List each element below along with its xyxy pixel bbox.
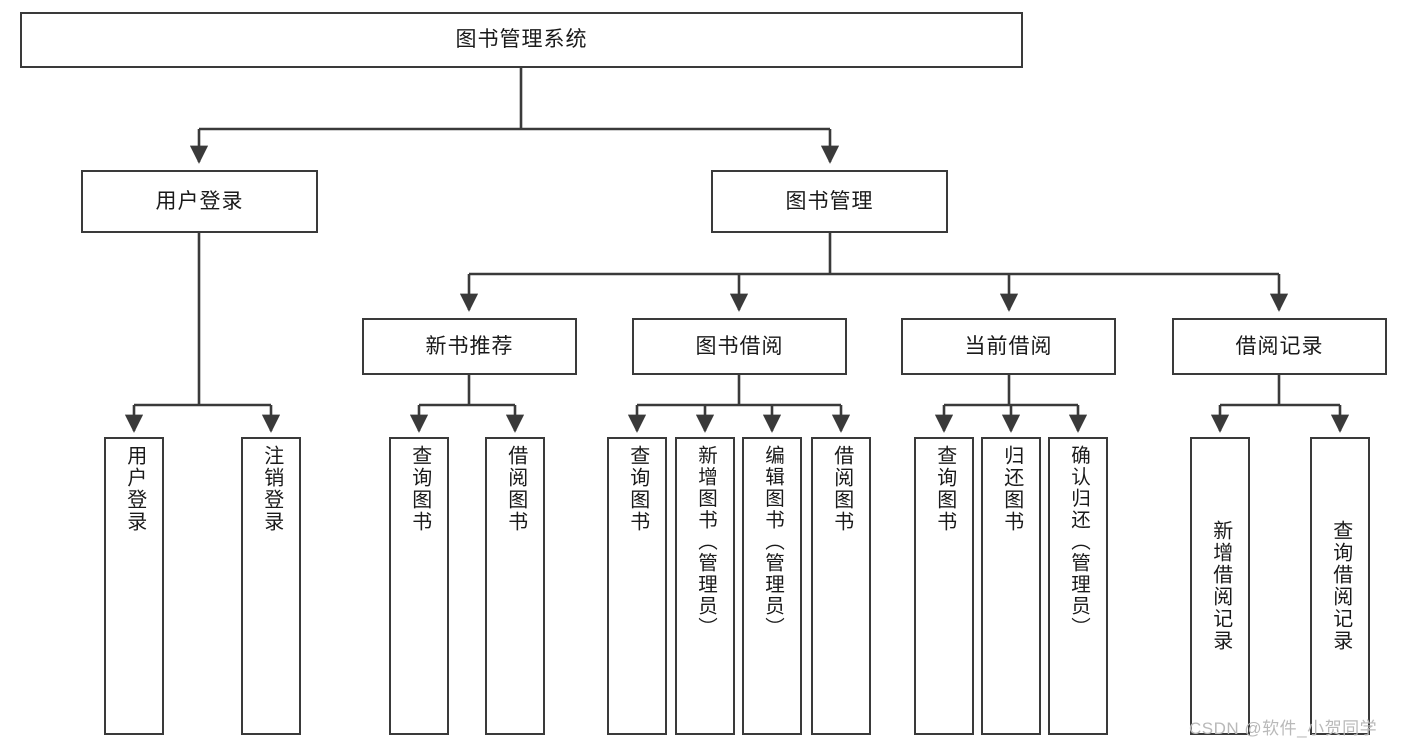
node-new-book-recommendation[interactable]: 新书推荐 <box>362 318 577 375</box>
leaf-query-book-current[interactable]: 查询图书 <box>914 437 974 735</box>
node-label: 查询图书 <box>626 445 649 533</box>
node-label: 用户登录 <box>155 189 244 213</box>
node-label: 用户登录 <box>123 445 146 533</box>
leaf-edit-book-admin[interactable]: 编辑图书（管理员） <box>742 437 802 735</box>
leaf-query-book-borrow[interactable]: 查询图书 <box>607 437 667 735</box>
node-user-login[interactable]: 用户登录 <box>81 170 318 233</box>
leaf-add-book-admin[interactable]: 新增图书（管理员） <box>675 437 735 735</box>
node-label: 新书推荐 <box>425 334 514 358</box>
node-label: 借阅图书 <box>504 445 527 533</box>
watermark-text: CSDN @软件_小贺同学 <box>1189 719 1378 738</box>
leaf-borrow-book-new[interactable]: 借阅图书 <box>485 437 545 735</box>
node-root-book-management-system[interactable]: 图书管理系统 <box>20 12 1023 68</box>
node-book-borrow[interactable]: 图书借阅 <box>632 318 847 375</box>
node-label: 查询图书 <box>933 445 956 533</box>
node-label: 图书管理系统 <box>455 28 588 52</box>
node-label: 查询借阅记录 <box>1329 520 1352 652</box>
node-label: 归还图书 <box>1000 445 1023 533</box>
node-label: 确认归还（管理员） <box>1067 445 1090 639</box>
node-label: 注销登录 <box>260 445 283 533</box>
leaf-borrow-book[interactable]: 借阅图书 <box>811 437 871 735</box>
leaf-return-book[interactable]: 归还图书 <box>981 437 1041 735</box>
node-label: 新增借阅记录 <box>1209 520 1232 652</box>
node-label: 借阅记录 <box>1235 334 1324 358</box>
node-current-borrow[interactable]: 当前借阅 <box>901 318 1116 375</box>
leaf-query-borrow-record[interactable]: 查询借阅记录 <box>1310 437 1370 735</box>
node-label: 当前借阅 <box>964 334 1053 358</box>
node-label: 借阅图书 <box>830 445 853 533</box>
node-label: 图书借阅 <box>695 334 784 358</box>
node-borrow-record[interactable]: 借阅记录 <box>1172 318 1387 375</box>
leaf-add-borrow-record[interactable]: 新增借阅记录 <box>1190 437 1250 735</box>
node-label: 图书管理 <box>785 189 874 213</box>
leaf-logout-login[interactable]: 注销登录 <box>241 437 301 735</box>
leaf-confirm-return-admin[interactable]: 确认归还（管理员） <box>1048 437 1108 735</box>
node-label: 编辑图书（管理员） <box>761 445 784 639</box>
node-label: 查询图书 <box>408 445 431 533</box>
leaf-query-book-new[interactable]: 查询图书 <box>389 437 449 735</box>
node-label: 新增图书（管理员） <box>694 445 717 639</box>
leaf-user-login[interactable]: 用户登录 <box>104 437 164 735</box>
node-book-management[interactable]: 图书管理 <box>711 170 948 233</box>
